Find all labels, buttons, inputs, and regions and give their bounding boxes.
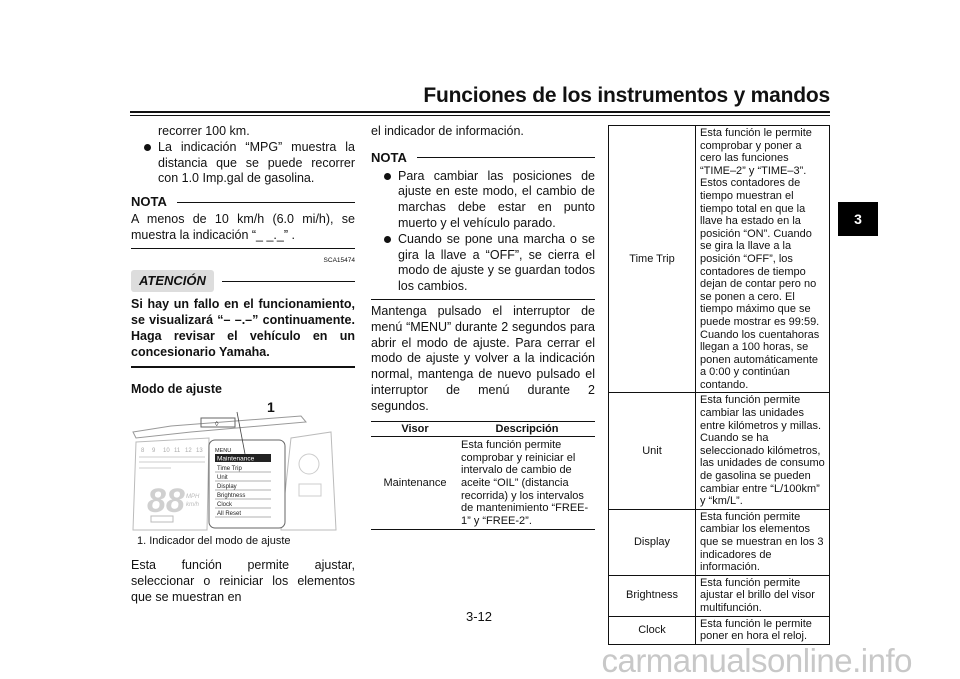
- header-rule-thin: [130, 115, 830, 116]
- atencion-text: Si hay un fallo en el funcionamiento, se…: [131, 297, 355, 359]
- menu-item: Display: [217, 484, 237, 490]
- unit-kmh: km/h: [186, 502, 200, 508]
- continued-text: el indicador de información.: [371, 124, 524, 138]
- table-cell-visor: Time Trip: [608, 124, 696, 394]
- table-cell-visor: Display: [608, 508, 696, 576]
- svg-text:◊: ◊: [215, 421, 219, 428]
- atencion-badge: ATENCIÓN: [131, 270, 214, 293]
- table-row: Clock Esta función le permite poner en h…: [608, 615, 830, 645]
- table-cell-description: Esta función le permite comprobar y pone…: [695, 124, 830, 394]
- sca-code: SCA15474: [323, 256, 355, 264]
- table-row: Display Esta función permite cambiar los…: [608, 508, 830, 576]
- unit-mph: MPH: [186, 494, 200, 500]
- nota-rule: [416, 157, 595, 159]
- nota-header: NOTA: [371, 150, 595, 166]
- settings-table-part1: Visor Descripción Maintenance Esta funci…: [371, 420, 595, 531]
- column-middle: el indicador de información. NOTA Para c…: [371, 124, 595, 531]
- figure-callout-number: 1: [267, 398, 275, 415]
- nota-label: NOTA: [371, 149, 407, 165]
- instructions-paragraph: Mantenga pulsado el interruptor de menú …: [371, 303, 595, 413]
- table-row: Brightness Esta función permite ajustar …: [608, 574, 830, 617]
- watermark: carmanualsonline.info: [601, 642, 912, 679]
- closing-text: Esta función permite ajustar, selecciona…: [131, 558, 355, 605]
- atencion-rule: [221, 280, 355, 282]
- table-cell-visor: Clock: [608, 615, 696, 645]
- dashboard-figure: ◊ 8 9 10 11 12 13 88 MPH km/h: [131, 398, 355, 532]
- nota-header: NOTA: [131, 194, 355, 210]
- figure-caption: 1. Indicador del modo de ajuste: [137, 534, 291, 547]
- atencion-end-rule: [131, 366, 355, 368]
- continued-text: recorrer 100 km.: [158, 124, 250, 138]
- menu-item: Brightness: [217, 493, 245, 499]
- table-row: Maintenance Esta función permite comprob…: [371, 436, 595, 531]
- speed-digits: 88: [147, 482, 185, 520]
- chapter-tab: 3: [838, 202, 878, 236]
- tach-label: 9: [152, 448, 156, 454]
- settings-table-part2: Time Trip Esta función le permite compro…: [608, 124, 830, 645]
- table-cell-description: Esta función le permite poner en hora el…: [695, 615, 830, 645]
- page-header-title: Funciones de los instrumentos y mandos: [423, 84, 830, 107]
- header-rule: [130, 111, 830, 113]
- page-number: 3-12: [466, 609, 493, 624]
- table-header-descripcion: Descripción: [459, 420, 595, 438]
- menu-item: All Reset: [217, 511, 241, 517]
- table-cell-description: Esta función permite comprobar y reinici…: [459, 436, 595, 531]
- table-cell-visor: Maintenance: [371, 436, 459, 531]
- section-heading: Modo de ajuste: [131, 381, 222, 396]
- bullet-item: Cuando se pone una marcha o se gira la l…: [371, 232, 595, 295]
- table-row: Unit Esta función permite cambiar las un…: [608, 392, 830, 510]
- tach-label: 8: [141, 448, 145, 454]
- tach-label: 11: [174, 448, 181, 454]
- nota-text: A menos de 10 km/h (6.0 mi/h), se muestr…: [131, 211, 355, 242]
- menu-title: MENU: [215, 448, 231, 454]
- table-cell-visor: Unit: [608, 392, 696, 510]
- table-header-visor: Visor: [371, 420, 459, 438]
- table-cell-visor: Brightness: [608, 574, 696, 617]
- table-cell-description: Esta función permite cambiar las unidade…: [695, 392, 830, 510]
- nota-label: NOTA: [131, 194, 167, 210]
- table-row: Time Trip Esta función le permite compro…: [608, 124, 830, 394]
- tach-label: 10: [163, 448, 170, 454]
- table-cell-description: Esta función permite cambiar los element…: [695, 508, 830, 576]
- nota-end-rule: [371, 298, 595, 300]
- table-cell-description: Esta función permite ajustar el brillo d…: [695, 574, 830, 617]
- tach-label: 13: [196, 448, 203, 454]
- bullet-item: Para cambiar las posiciones de ajuste en…: [371, 169, 595, 232]
- tach-label: 12: [185, 448, 192, 454]
- column-left: recorrer 100 km. La indicación “MPG” mue…: [131, 124, 355, 606]
- menu-item: Clock: [217, 502, 233, 508]
- atencion-header: ATENCIÓN: [131, 270, 355, 293]
- menu-item: Time Trip: [217, 466, 242, 472]
- nota-end-rule: [131, 247, 355, 249]
- dashboard-illustration: ◊ 8 9 10 11 12 13 88 MPH km/h: [132, 411, 337, 531]
- nota-rule: [176, 201, 355, 203]
- table-header-row: Visor Descripción: [371, 420, 595, 438]
- menu-item: Unit: [217, 475, 228, 481]
- menu-item-selected: Maintenance: [217, 455, 255, 462]
- bullet-mpg: La indicación “MPG” muestra la distancia…: [131, 140, 355, 187]
